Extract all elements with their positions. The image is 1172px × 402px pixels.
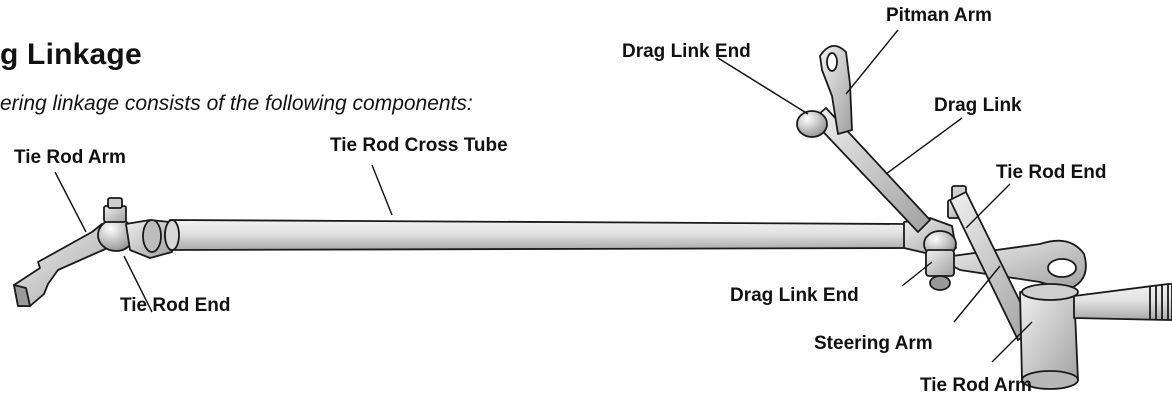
label-tie-rod-cross-tube: Tie Rod Cross Tube — [330, 135, 508, 156]
leader-drag-link — [885, 117, 963, 175]
leader-tie-rod-arm-left — [54, 171, 87, 233]
tie-rod-cross-tube — [164, 219, 912, 251]
drag-link — [811, 107, 931, 233]
leader-tie-rod-end-right — [965, 183, 1011, 229]
spindle-shaft — [1073, 283, 1172, 321]
label-drag-link-end-bottom: Drag Link End — [730, 285, 859, 306]
label-steering-arm: Steering Arm — [814, 333, 933, 354]
section-heading: g Linkage — [0, 38, 142, 71]
leader-lines — [54, 29, 1033, 363]
leader-tie-rod-cross-tube — [371, 164, 393, 216]
label-drag-link: Drag Link — [934, 95, 1022, 116]
intro-text: ering linkage consists of the following … — [0, 92, 473, 115]
leader-tie-rod-arm-right — [991, 321, 1033, 363]
leader-steering-arm — [953, 265, 1001, 323]
leader-drag-link-end-bottom — [901, 261, 933, 287]
leader-pitman-arm — [845, 29, 899, 95]
label-drag-link-end-top: Drag Link End — [622, 41, 751, 62]
label-tie-rod-end-right: Tie Rod End — [996, 162, 1107, 183]
label-tie-rod-arm-right: Tie Rod Arm — [920, 375, 1032, 396]
leader-drag-link-end-top — [717, 57, 809, 115]
label-pitman-arm: Pitman Arm — [886, 5, 992, 26]
spindle-threads — [1149, 284, 1169, 320]
drag-link-end-top — [796, 110, 828, 138]
label-tie-rod-end-left: Tie Rod End — [120, 295, 231, 316]
leader-tie-rod-end-left — [123, 255, 153, 313]
label-tie-rod-arm-left: Tie Rod Arm — [14, 147, 126, 168]
